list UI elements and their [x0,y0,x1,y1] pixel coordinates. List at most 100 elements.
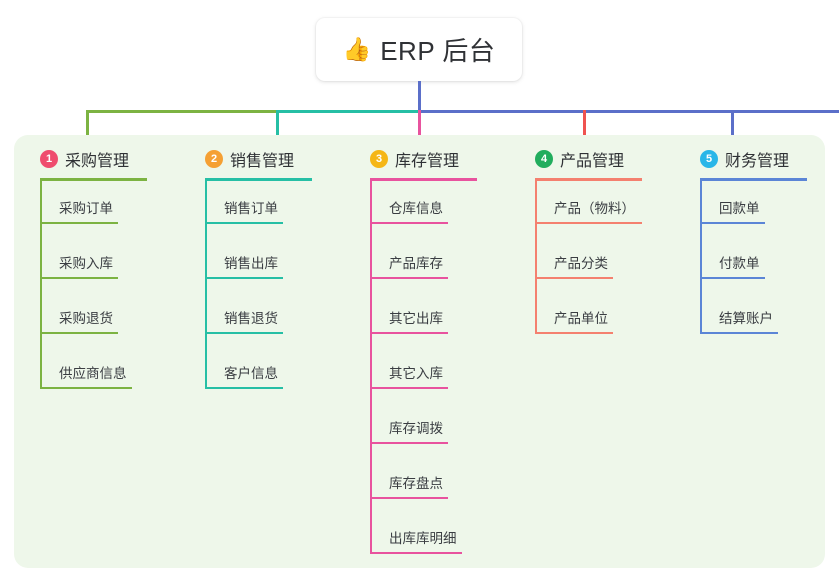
column-title-4: 产品管理 [560,153,625,170]
list-item-underline [370,497,448,499]
column-title-2: 销售管理 [230,153,295,170]
list-item[interactable]: 产品单位 [535,291,642,346]
module-column-5: 5 财务管理回款单付款单结算账户 [700,147,807,346]
module-column-2: 2 销售管理销售订单销售出库销售退货客户信息 [205,147,312,401]
list-item[interactable]: 仓库信息 [370,181,477,236]
list-item-label: 仓库信息 [389,201,443,216]
column-items-4: 产品（物料） 产品分类产品单位 [535,181,642,346]
list-item[interactable]: 回款单 [700,181,807,236]
drop-connector-3 [418,110,421,138]
bus-segment-green [86,110,276,113]
list-item[interactable]: 出库库明细 [370,511,477,566]
column-header-5[interactable]: 5 财务管理 [700,147,807,171]
column-title-3: 库存管理 [395,153,460,170]
list-item-underline [40,277,118,279]
column-badge-2: 2 [205,150,223,168]
list-item-underline [370,222,448,224]
drop-connector-1 [86,110,89,138]
list-item-label: 供应商信息 [59,366,127,381]
column-underline-5 [700,178,807,181]
list-item[interactable]: 产品（物料） [535,181,642,236]
list-item-underline [700,332,778,334]
list-item[interactable]: 其它出库 [370,291,477,346]
list-item-label: 付款单 [719,256,760,271]
list-item-underline [205,387,283,389]
thumbs-up-icon: 👍 [342,36,372,62]
list-item[interactable]: 采购入库 [40,236,147,291]
list-item[interactable]: 供应商信息 [40,346,147,401]
list-item[interactable]: 付款单 [700,236,807,291]
drop-connector-5 [731,110,734,138]
list-item-label: 销售出库 [224,256,278,271]
column-items-5: 回款单付款单结算账户 [700,181,807,346]
root-node-erp-backend[interactable]: 👍 ERP 后台 [316,18,522,81]
column-rail-3 [370,181,372,554]
list-item[interactable]: 产品分类 [535,236,642,291]
list-item[interactable]: 销售出库 [205,236,312,291]
bus-segment-blue [418,110,839,113]
list-item-underline [700,222,765,224]
column-title-5: 财务管理 [725,153,790,170]
list-item-label: 采购订单 [59,201,113,216]
list-item-underline [370,442,448,444]
column-items-1: 采购订单采购入库采购退货供应商信息 [40,181,147,401]
root-node-content: 👍 ERP 后台 [343,31,496,68]
column-badge-5: 5 [700,150,718,168]
list-item-underline [370,277,448,279]
column-header-4[interactable]: 4 产品管理 [535,147,642,171]
list-item[interactable]: 其它入库 [370,346,477,401]
column-badge-3: 3 [370,150,388,168]
column-rail-1 [40,181,42,389]
column-items-2: 销售订单销售出库销售退货客户信息 [205,181,312,401]
list-item-underline [535,332,613,334]
list-item[interactable]: 库存盘点 [370,456,477,511]
list-item[interactable]: 结算账户 [700,291,807,346]
list-item-underline [535,277,613,279]
root-stem-connector [418,81,421,111]
list-item-underline [205,222,283,224]
column-rail-4 [535,181,537,334]
list-item-label: 销售退货 [224,311,278,326]
list-item-underline [205,277,283,279]
drop-connector-2 [276,110,279,138]
list-item-label: 库存盘点 [389,476,443,491]
list-item-label: 结算账户 [719,311,773,326]
list-item[interactable]: 销售退货 [205,291,312,346]
list-item-label: 其它出库 [389,311,443,326]
list-item-label: 销售订单 [224,201,278,216]
list-item-label: 采购退货 [59,311,113,326]
list-item-underline [370,552,462,554]
column-header-3[interactable]: 3 库存管理 [370,147,477,171]
list-item-underline [40,222,118,224]
list-item-label: 库存调拨 [389,421,443,436]
column-title-1: 采购管理 [65,153,130,170]
column-underline-3 [370,178,477,181]
drop-connector-4 [583,110,586,138]
list-item-label: 客户信息 [224,366,278,381]
column-underline-4 [535,178,642,181]
list-item-label: 产品（物料） [554,201,635,216]
list-item[interactable]: 采购订单 [40,181,147,236]
column-underline-2 [205,178,312,181]
list-item[interactable]: 产品库存 [370,236,477,291]
list-item-label: 采购入库 [59,256,113,271]
list-item-underline [535,222,642,224]
list-item[interactable]: 采购退货 [40,291,147,346]
column-badge-4: 4 [535,150,553,168]
list-item[interactable]: 库存调拨 [370,401,477,456]
list-item[interactable]: 销售订单 [205,181,312,236]
list-item-label: 其它入库 [389,366,443,381]
module-column-4: 4 产品管理产品（物料） 产品分类产品单位 [535,147,642,346]
list-item-underline [700,277,765,279]
list-item[interactable]: 客户信息 [205,346,312,401]
list-item-underline [40,387,132,389]
column-items-3: 仓库信息产品库存其它出库其它入库库存调拨库存盘点出库库明细 [370,181,477,566]
list-item-label: 产品库存 [389,256,443,271]
column-rail-2 [205,181,207,389]
column-underline-1 [40,178,147,181]
root-node-label: ERP 后台 [380,36,496,66]
list-item-underline [40,332,118,334]
column-header-2[interactable]: 2 销售管理 [205,147,312,171]
